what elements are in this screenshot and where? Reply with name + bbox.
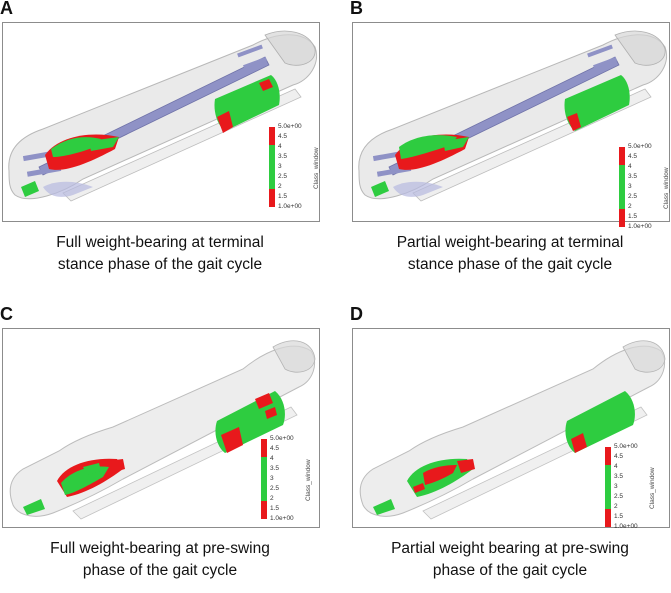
callus-distal	[45, 134, 119, 170]
scale-red-bottom	[261, 501, 267, 519]
scale-red-top	[605, 447, 611, 465]
scale-tick: 2.5	[270, 485, 280, 492]
scale-green	[605, 465, 611, 509]
scale-tick: 2	[270, 495, 274, 502]
distal-fragment-callus	[23, 499, 45, 515]
scale-tick: 1.0e+00	[628, 223, 652, 230]
panel-b: B	[350, 0, 670, 282]
scale-tick: 1.5	[270, 505, 280, 512]
callus-proximal	[564, 75, 630, 131]
panel-d: D 5.0e+00	[350, 304, 670, 588]
scale-tick: 4	[270, 455, 274, 462]
scale-tick: 3	[270, 475, 274, 482]
scale-tick: 4	[278, 143, 282, 150]
panel-caption: Full weight-bearing at terminal stance p…	[0, 232, 320, 276]
scale-tick: 1.0e+00	[614, 523, 638, 530]
tibia-fibula-render	[359, 340, 666, 520]
caption-line: Full weight-bearing at terminal	[56, 234, 264, 251]
tibia-fibula-render	[9, 340, 316, 520]
caption-line: Full weight-bearing at pre-swing	[50, 540, 270, 557]
scale-tick: 4.5	[628, 153, 638, 160]
panel-c: C	[0, 304, 320, 588]
scale-label: Class_window	[313, 147, 320, 189]
caption-line: phase of the gait cycle	[432, 562, 588, 579]
panel-letter: B	[350, 0, 363, 18]
panel-a: A	[0, 0, 320, 282]
scale-tick: 3.5	[278, 153, 288, 160]
scale-tick: 5.0e+00	[628, 143, 652, 150]
scale-label: Class_window	[649, 467, 656, 509]
tibia-fibula-render	[358, 30, 667, 202]
render-frame: 5.0e+00 4.5 4 3.5 3 2.5 2 1.5 1.0e+00 Cl…	[2, 22, 320, 222]
scale-tick: 2.5	[278, 173, 288, 180]
color-scale: 5.0e+00 4.5 4 3.5 3 2.5 2 1.5 1.0e+00 Cl…	[261, 435, 321, 523]
scale-green	[619, 165, 625, 209]
scale-tick: 3.5	[628, 173, 638, 180]
scale-red-top	[269, 127, 275, 145]
callus-proximal	[214, 75, 280, 133]
scale-red-bottom	[619, 209, 625, 227]
scale-tick: 5.0e+00	[614, 443, 638, 450]
panel-caption: Partial weight bearing at pre-swing phas…	[350, 538, 670, 582]
scale-tick: 4	[628, 163, 632, 170]
callus-distal	[407, 458, 475, 497]
caption-line: phase of the gait cycle	[82, 562, 238, 579]
caption-line: stance phase of the gait cycle	[407, 256, 613, 273]
caption-line: stance phase of the gait cycle	[57, 256, 263, 273]
render-frame: 5.0e+00 4.5 4 3.5 3 2.5 2 1.5 1.0e+00 Cl…	[352, 328, 670, 531]
distal-fragment-callus	[371, 181, 389, 197]
scale-tick: 3	[628, 183, 632, 190]
scale-tick: 4.5	[614, 453, 624, 460]
color-scale: 5.0e+00 4.5 4 3.5 3 2.5 2 1.5 1.0e+00 Cl…	[605, 443, 665, 531]
panel-caption: Full weight-bearing at pre-swing phase o…	[0, 538, 320, 582]
distal-fragment-callus	[21, 181, 39, 197]
scale-tick: 1.0e+00	[278, 203, 302, 210]
callus-distal	[395, 134, 469, 170]
scale-red-top	[261, 439, 267, 457]
callus-proximal	[215, 391, 285, 453]
scale-red-bottom	[605, 509, 611, 527]
scale-tick: 3	[278, 163, 282, 170]
scale-red-bottom	[269, 189, 275, 207]
scale-tick: 1.5	[614, 513, 624, 520]
scale-green	[261, 457, 267, 501]
render-frame: 5.0e+00 4.5 4 3.5 3 2.5 2 1.5 1.0e+00 Cl…	[2, 328, 320, 528]
scale-tick: 5.0e+00	[278, 123, 302, 130]
panel-letter: A	[0, 0, 13, 18]
scale-tick: 2	[278, 183, 282, 190]
scale-tick: 3.5	[270, 465, 280, 472]
scale-tick: 4.5	[278, 133, 288, 140]
color-scale: 5.0e+00 4.5 4 3.5 3 2.5 2 1.5 1.0e+00 Cl…	[619, 143, 671, 231]
panel-caption: Partial weight-bearing at terminal stanc…	[350, 232, 670, 276]
color-scale: 5.0e+00 4.5 4 3.5 3 2.5 2 1.5 1.0e+00 Cl…	[269, 123, 329, 211]
callus-proximal	[565, 391, 635, 453]
panel-letter: C	[0, 304, 13, 324]
scale-tick: 2.5	[614, 493, 624, 500]
panel-letter: D	[350, 304, 363, 324]
scale-label: Class_window	[663, 167, 670, 209]
caption-line: Partial weight bearing at pre-swing	[391, 540, 629, 557]
scale-tick: 5.0e+00	[270, 435, 294, 442]
scale-tick: 1.0e+00	[270, 515, 294, 522]
distal-fragment-callus	[373, 499, 395, 515]
scale-tick: 1.5	[628, 213, 638, 220]
render-frame: 5.0e+00 4.5 4 3.5 3 2.5 2 1.5 1.0e+00 Cl…	[352, 22, 670, 230]
scale-tick: 4.5	[270, 445, 280, 452]
scale-tick: 2	[628, 203, 632, 210]
scale-tick: 1.5	[278, 193, 288, 200]
scale-tick: 2.5	[628, 193, 638, 200]
tibia-fibula-render	[8, 30, 317, 202]
caption-line: Partial weight-bearing at terminal	[396, 234, 624, 251]
scale-tick: 2	[614, 503, 618, 510]
scale-green	[269, 145, 275, 189]
scale-tick: 4	[614, 463, 618, 470]
scale-red-top	[619, 147, 625, 165]
callus-distal	[57, 458, 125, 497]
scale-tick: 3.5	[614, 473, 624, 480]
scale-tick: 3	[614, 483, 618, 490]
scale-label: Class_window	[305, 459, 312, 501]
